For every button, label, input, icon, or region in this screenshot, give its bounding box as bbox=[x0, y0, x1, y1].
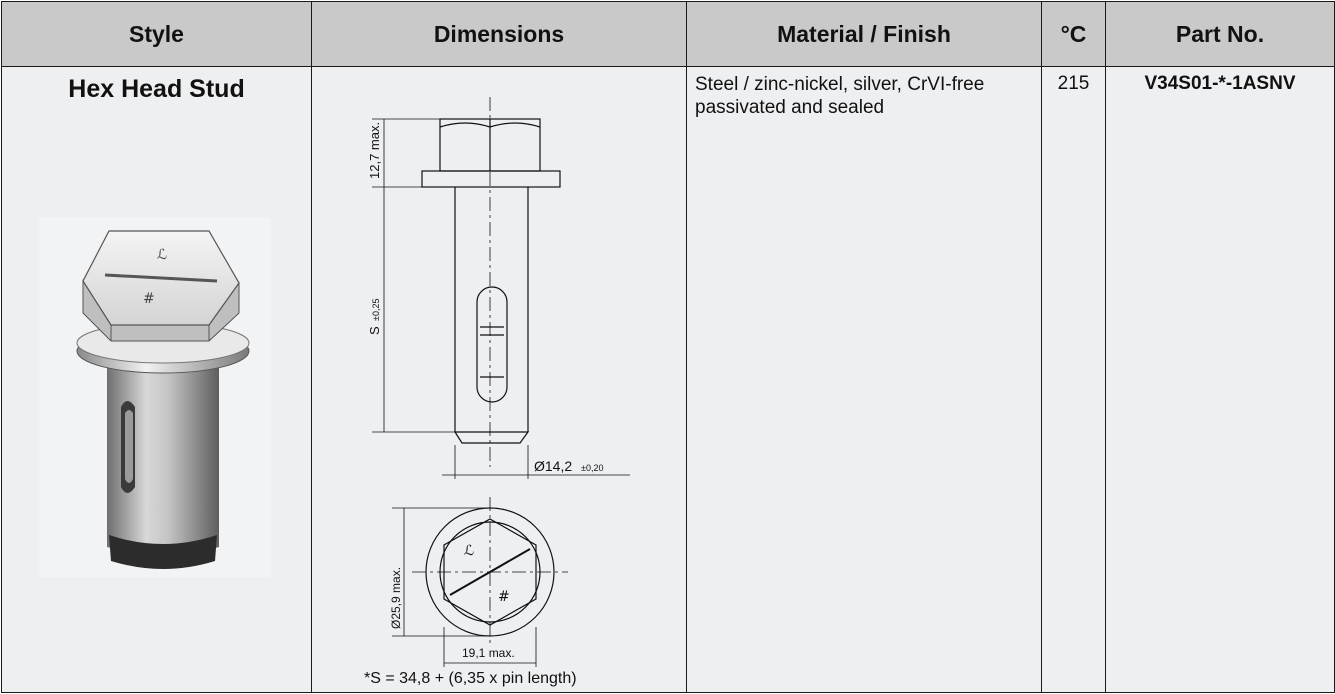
diameter-label: Ø14,2 bbox=[534, 458, 572, 474]
temperature-value: 215 bbox=[1057, 73, 1090, 94]
technical-drawing: 12,7 max. S ±0,25 Ø14,2 ±0,20 ℒ # bbox=[367, 97, 630, 667]
shank-length-label: S bbox=[367, 326, 382, 335]
header-row: Style Dimensions Material / Finish °C Pa… bbox=[1, 1, 1335, 67]
shank-tolerance-label: ±0,25 bbox=[371, 299, 381, 321]
header-dimensions: Dimensions bbox=[311, 1, 687, 67]
product-row: Hex Head Stud bbox=[1, 66, 1335, 693]
length-footnote: *S = 34,8 + (6,35 x pin length) bbox=[364, 670, 577, 687]
header-style: Style bbox=[1, 1, 312, 67]
svg-text:ℒ: ℒ bbox=[157, 247, 167, 263]
across-flats-label: 19,1 max. bbox=[462, 646, 515, 660]
flange-diameter-label: Ø25,9 max. bbox=[389, 567, 403, 629]
head-height-label: 12,7 max. bbox=[367, 122, 382, 179]
header-temperature: °C bbox=[1041, 1, 1106, 67]
dimensions-cell: 12,7 max. S ±0,25 Ø14,2 ±0,20 ℒ # bbox=[311, 66, 687, 693]
part-no-cell: V34S01-*-1ASNV bbox=[1105, 66, 1335, 693]
header-material: Material / Finish bbox=[686, 1, 1042, 67]
material-cell: Steel / zinc-nickel, silver, CrVI-free p… bbox=[686, 66, 1042, 693]
style-title: Hex Head Stud bbox=[68, 75, 245, 103]
logo-mark-icon: ℒ bbox=[464, 543, 474, 559]
svg-text:#: # bbox=[143, 291, 155, 307]
diameter-tolerance-label: ±0,20 bbox=[581, 463, 603, 473]
stud-photo: ℒ # bbox=[39, 217, 271, 577]
temperature-cell: 215 bbox=[1041, 66, 1106, 693]
header-part-no: Part No. bbox=[1105, 1, 1335, 67]
material-finish-text: Steel / zinc-nickel, silver, CrVI-free p… bbox=[695, 74, 985, 118]
hash-mark-icon: # bbox=[498, 589, 510, 605]
part-number: V34S01-*-1ASNV bbox=[1144, 73, 1296, 94]
style-cell: Hex Head Stud bbox=[1, 66, 312, 693]
